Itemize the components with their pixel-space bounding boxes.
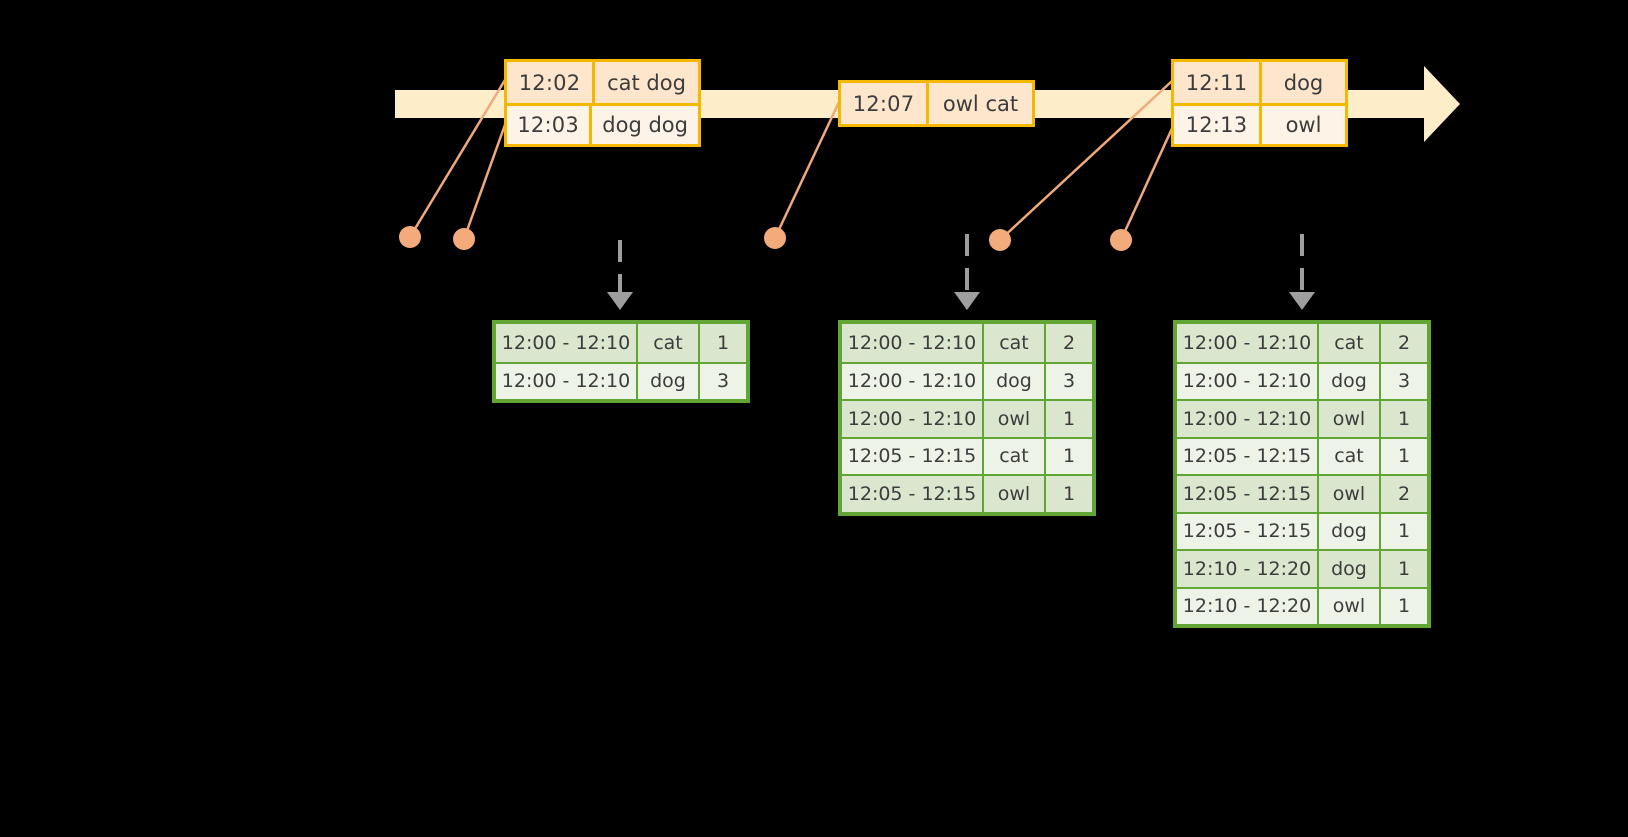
event-timestamp: 12:13 — [1174, 106, 1262, 144]
event-timestamp: 12:07 — [841, 83, 929, 124]
event-group-2: 12:07 owl cat — [838, 80, 1035, 127]
window-range-cell: 12:05 - 12:15 — [1177, 476, 1319, 512]
window-range-cell: 12:05 - 12:15 — [842, 476, 984, 512]
arrow-to-table-1-head — [607, 292, 633, 310]
window-range-cell: 12:00 - 12:10 — [1177, 401, 1319, 437]
word-cell: dog — [984, 363, 1046, 399]
event-row: 12:13 owl — [1174, 103, 1345, 144]
dot-1203 — [453, 228, 475, 250]
event-row: 12:02 cat dog — [507, 62, 698, 103]
window-range-cell: 12:00 - 12:10 — [842, 363, 984, 399]
count-cell: 3 — [716, 370, 730, 393]
count-cell: 1 — [1397, 445, 1411, 468]
window-range-cell: 12:00 - 12:10 — [842, 401, 984, 437]
word-cell: dog — [638, 363, 700, 399]
connector-line — [462, 121, 508, 240]
count-cell: 2 — [1062, 331, 1076, 354]
connector-line — [408, 79, 507, 238]
event-dots-group — [399, 226, 1132, 251]
event-row: 12:11 dog — [1174, 62, 1345, 103]
word-cell: owl — [1319, 401, 1381, 437]
word-cell: cat — [984, 324, 1046, 362]
event-timestamp: 12:03 — [507, 106, 593, 144]
event-group-3: 12:11 dog 12:13 owl — [1171, 59, 1348, 147]
event-words: owl cat — [942, 91, 1019, 116]
window-range-cell: 12:00 - 12:10 — [842, 324, 984, 362]
word-cell: dog — [1319, 363, 1381, 399]
dot-1211 — [989, 229, 1011, 251]
word-cell: dog — [1319, 513, 1381, 549]
count-cell: 1 — [1397, 557, 1411, 580]
event-timestamp: 12:11 — [1174, 62, 1262, 103]
window-range-cell: 12:05 - 12:15 — [1177, 513, 1319, 549]
word-cell: owl — [984, 401, 1046, 437]
event-words: dog — [1283, 70, 1324, 95]
word-cell: cat — [1319, 324, 1381, 362]
window-range-cell: 12:05 - 12:15 — [842, 438, 984, 474]
event-timestamp: 12:02 — [507, 62, 595, 103]
word-cell: cat — [1319, 438, 1381, 474]
dot-1202 — [399, 226, 421, 248]
event-words: owl — [1285, 113, 1322, 137]
count-cell: 2 — [1397, 482, 1411, 505]
window-range-cell: 12:00 - 12:10 — [496, 324, 638, 362]
count-cell: 1 — [1397, 520, 1411, 543]
word-cell: cat — [984, 438, 1046, 474]
window-range-cell: 12:10 - 12:20 — [1177, 588, 1319, 624]
window-range-cell: 12:00 - 12:10 — [496, 363, 638, 399]
count-cell: 1 — [1062, 482, 1076, 505]
window-range-cell: 12:10 - 12:20 — [1177, 551, 1319, 587]
window-range-cell: 12:00 - 12:10 — [1177, 363, 1319, 399]
arrow-to-table-2-head — [954, 292, 980, 310]
count-cell: 1 — [1397, 407, 1411, 430]
word-cell: owl — [1319, 476, 1381, 512]
count-cell: 1 — [1062, 407, 1076, 430]
connector-line — [773, 99, 842, 239]
dot-1213 — [1110, 229, 1132, 251]
window-range-cell: 12:00 - 12:10 — [1177, 324, 1319, 362]
word-cell: dog — [1319, 551, 1381, 587]
event-words: cat dog — [607, 70, 686, 95]
dashed-arrows-group — [607, 234, 1315, 310]
connector-line — [1119, 121, 1177, 241]
event-group-1: 12:02 cat dog 12:03 dog dog — [504, 59, 701, 147]
count-cell: 1 — [1397, 595, 1411, 618]
word-cell: owl — [1319, 588, 1381, 624]
count-cell: 1 — [1062, 445, 1076, 468]
count-cell: 3 — [1397, 370, 1411, 393]
window-range-cell: 12:05 - 12:15 — [1177, 438, 1319, 474]
word-cell: cat — [638, 324, 700, 362]
count-cell: 2 — [1397, 331, 1411, 354]
word-cell: owl — [984, 476, 1046, 512]
dot-1207 — [764, 227, 786, 249]
event-row: 12:07 owl cat — [841, 83, 1032, 124]
count-cell: 1 — [716, 331, 730, 354]
count-cell: 3 — [1062, 370, 1076, 393]
arrow-to-table-3-head — [1289, 292, 1315, 310]
event-words: dog dog — [602, 113, 688, 137]
event-row: 12:03 dog dog — [507, 103, 698, 144]
